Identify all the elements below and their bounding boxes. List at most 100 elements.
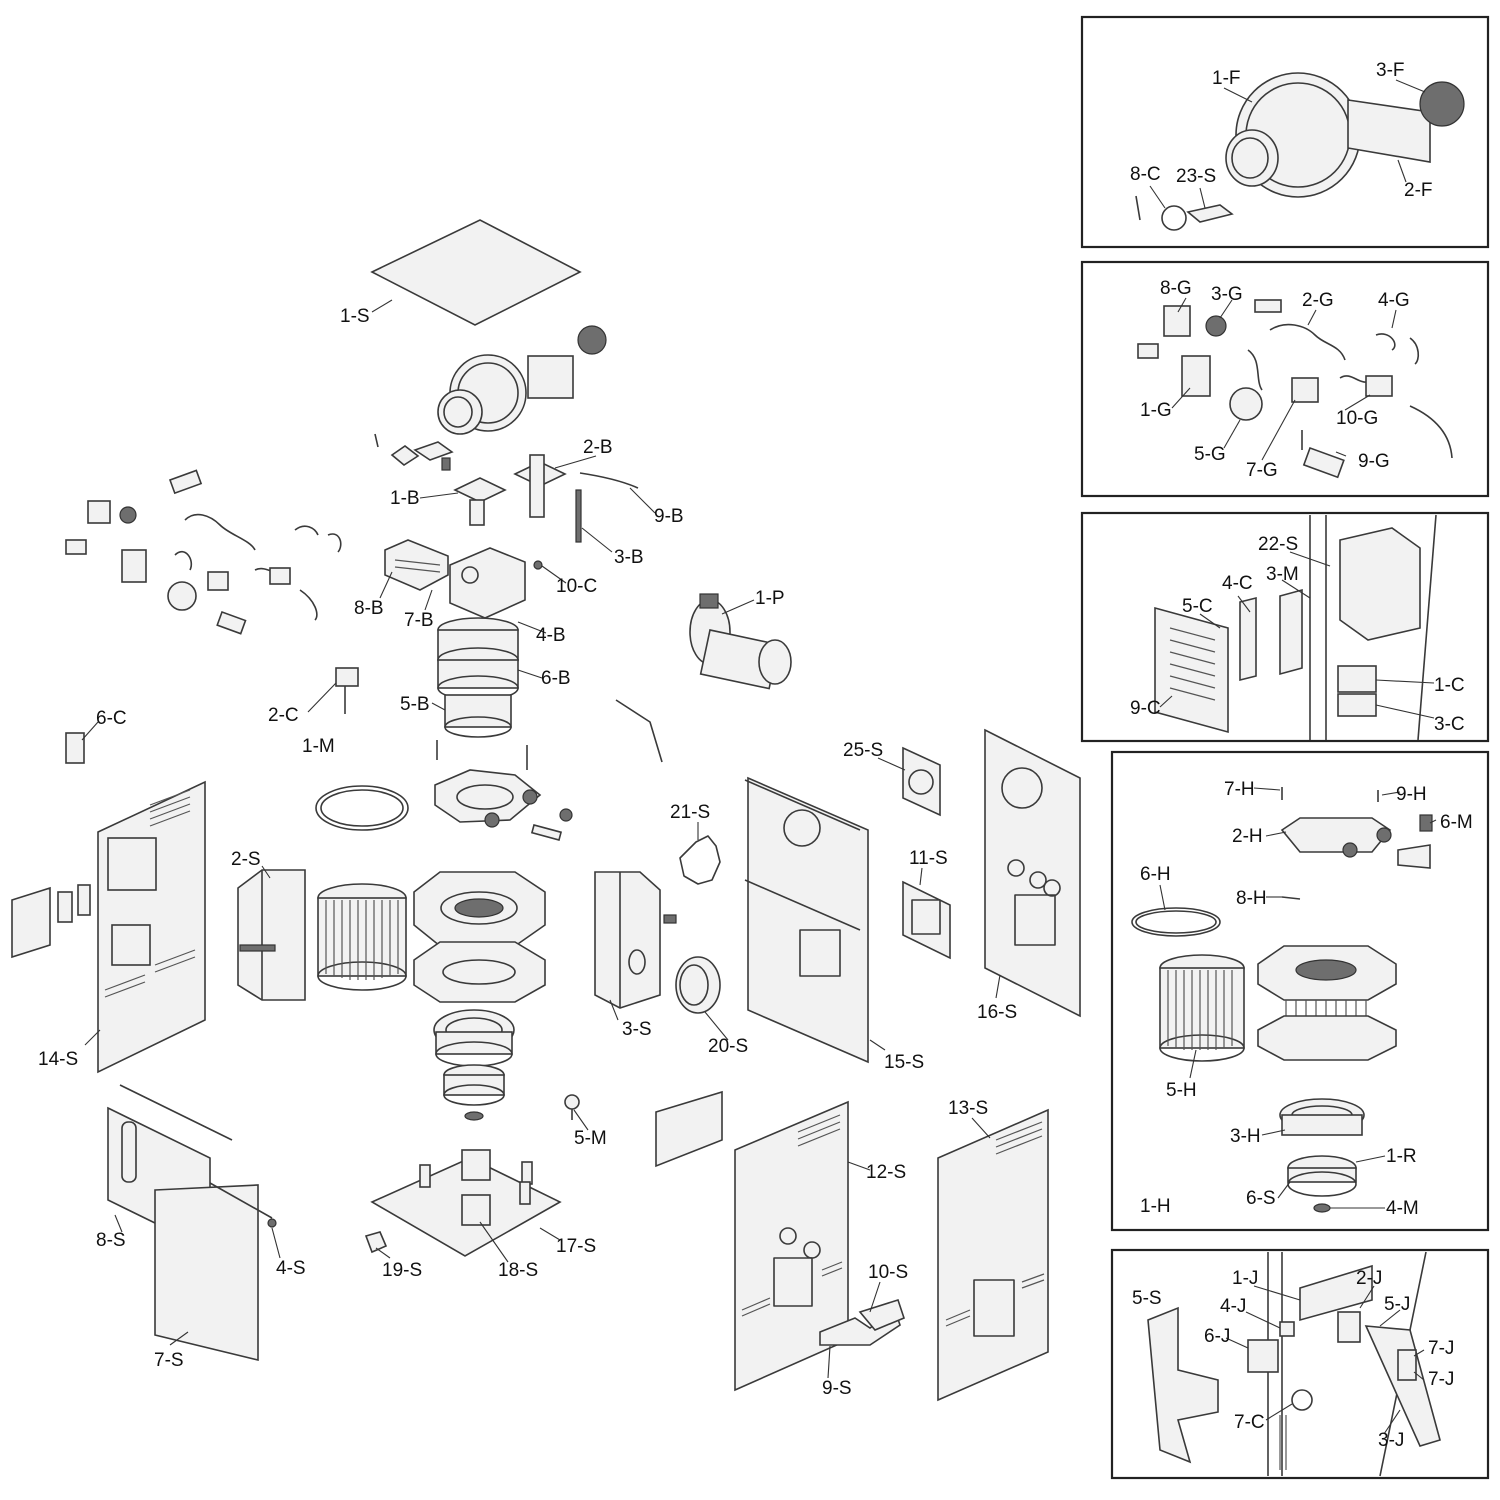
callout-1-r: 1-R: [1386, 1146, 1417, 1167]
callout-4-g: 4-G: [1378, 290, 1410, 311]
drain-fitting: [564, 1094, 580, 1120]
callout-7-s: 7-S: [154, 1350, 184, 1371]
callout-3-h: 3-H: [1230, 1126, 1261, 1147]
callout-16-s: 16-S: [977, 1002, 1017, 1023]
callout-5-b: 5-B: [400, 694, 430, 715]
callout-8-g: 8-G: [1160, 278, 1192, 299]
callout-1-h: 1-H: [1140, 1196, 1171, 1217]
callout-19-s: 19-S: [382, 1260, 422, 1281]
o-ring-gasket: [315, 785, 409, 831]
inspection-plate: [902, 880, 951, 960]
callout-7-g: 7-G: [1246, 460, 1278, 481]
callout-6-b: 6-B: [541, 668, 571, 689]
inset-heat-exchanger-detail: [1110, 750, 1490, 1232]
callout-17-s: 17-S: [556, 1236, 596, 1257]
callout-10-g: 10-G: [1336, 408, 1378, 429]
callout-1-p: 1-P: [755, 588, 785, 609]
burner-brackets: [374, 433, 639, 543]
callout-21-s: 21-S: [670, 802, 710, 823]
callout-6-j: 6-J: [1204, 1326, 1230, 1347]
callout-10-s: 10-S: [868, 1262, 908, 1283]
callout-7-c: 7-C: [1234, 1412, 1265, 1433]
left-jacket-panel: [11, 780, 206, 1074]
front-jacket-panel: [655, 1090, 905, 1392]
callout-7-h: 7-H: [1224, 779, 1255, 800]
combustion-chamber-left: [237, 869, 306, 1001]
callout-4-m: 4-M: [1386, 1198, 1419, 1219]
inset-gas-valve-detail: [1080, 260, 1490, 498]
relay-module: [65, 732, 85, 764]
callout-12-s: 12-S: [866, 1162, 906, 1183]
callout-8-b: 8-B: [354, 598, 384, 619]
vent-plate: [902, 746, 941, 817]
right-front-panel: [744, 776, 869, 1064]
callout-9-c: 9-C: [1130, 698, 1161, 719]
callout-labels: 1-S 2-B 1-B 9-B 3-B 10-C 8-B 7-B 4-B 6-B…: [38, 60, 1473, 1451]
callout-5-g: 5-G: [1194, 444, 1226, 465]
callout-2-f: 2-F: [1404, 180, 1433, 201]
callout-1-m: 1-M: [302, 736, 335, 757]
callout-3-j: 3-J: [1378, 1430, 1404, 1451]
callout-14-s: 14-S: [38, 1049, 78, 1070]
callout-9-s: 9-S: [822, 1378, 852, 1399]
callout-3-m: 3-M: [1266, 564, 1299, 585]
mounting-clip: [364, 1231, 388, 1254]
gas-valve-cluster: [65, 469, 342, 635]
callout-4-s: 4-S: [276, 1258, 306, 1279]
rear-panel: [984, 728, 1081, 1018]
combustion-chamber-right: [594, 871, 661, 1009]
flue-pipe: [615, 699, 663, 763]
lower-jacket-panel: [154, 1182, 277, 1362]
gas-manifold-block: [384, 539, 543, 619]
inset-control-panel-detail: [1080, 511, 1490, 743]
callout-5-c: 5-C: [1182, 596, 1213, 617]
callout-9-b: 9-B: [654, 506, 684, 527]
callout-11-s: 11-S: [909, 848, 948, 869]
callout-2-h: 2-H: [1232, 826, 1263, 847]
callout-3-f: 3-F: [1376, 60, 1405, 81]
callout-6-h: 6-H: [1140, 864, 1171, 885]
callout-3-g: 3-G: [1211, 284, 1243, 305]
callout-20-s: 20-S: [708, 1036, 748, 1057]
callout-2-j: 2-J: [1356, 1268, 1382, 1289]
callout-3-b: 3-B: [614, 547, 644, 568]
callout-7-j-upper: 7-J: [1428, 1338, 1454, 1359]
callout-8-s: 8-S: [96, 1230, 126, 1251]
callout-1-f: 1-F: [1212, 68, 1241, 89]
callout-2-g: 2-G: [1302, 290, 1334, 311]
callout-8-c: 8-C: [1130, 164, 1161, 185]
blower-gasket: [679, 835, 721, 885]
callout-6-c: 6-C: [96, 708, 127, 729]
callout-9-h: 9-H: [1396, 784, 1427, 805]
callout-3-c: 3-C: [1434, 714, 1465, 735]
callout-6-m: 6-M: [1440, 812, 1473, 833]
lower-header: [433, 1009, 515, 1067]
top-cover-panel: [370, 219, 582, 326]
callout-4-b: 4-B: [536, 625, 566, 646]
callout-2-c: 2-C: [268, 705, 299, 726]
callout-3-s: 3-S: [622, 1019, 652, 1040]
callout-22-s: 22-S: [1258, 534, 1298, 555]
right-jacket-panel: [937, 1108, 1049, 1402]
callout-25-s: 25-S: [843, 740, 883, 761]
burner-stack: [437, 617, 519, 738]
callout-2-b: 2-B: [583, 437, 613, 458]
callout-4-c: 4-C: [1222, 573, 1253, 594]
callout-5-h: 5-H: [1166, 1080, 1197, 1101]
base-pan: [370, 1149, 562, 1257]
base-cylinder: [443, 1064, 505, 1121]
callout-7-b: 7-B: [404, 610, 434, 631]
callout-1-j: 1-J: [1232, 1268, 1258, 1289]
callout-5-m: 5-M: [574, 1128, 607, 1149]
pressure-switch: [335, 667, 359, 714]
callout-4-j: 4-J: [1220, 1296, 1246, 1317]
callout-2-s: 2-S: [231, 849, 261, 870]
callout-13-s: 13-S: [948, 1098, 988, 1119]
callout-7-j-lower: 7-J: [1428, 1369, 1454, 1390]
callout-9-g: 9-G: [1358, 451, 1390, 472]
callout-5-s: 5-S: [1132, 1288, 1162, 1309]
callout-23-s: 23-S: [1176, 166, 1216, 187]
callout-1-c: 1-C: [1434, 675, 1465, 696]
